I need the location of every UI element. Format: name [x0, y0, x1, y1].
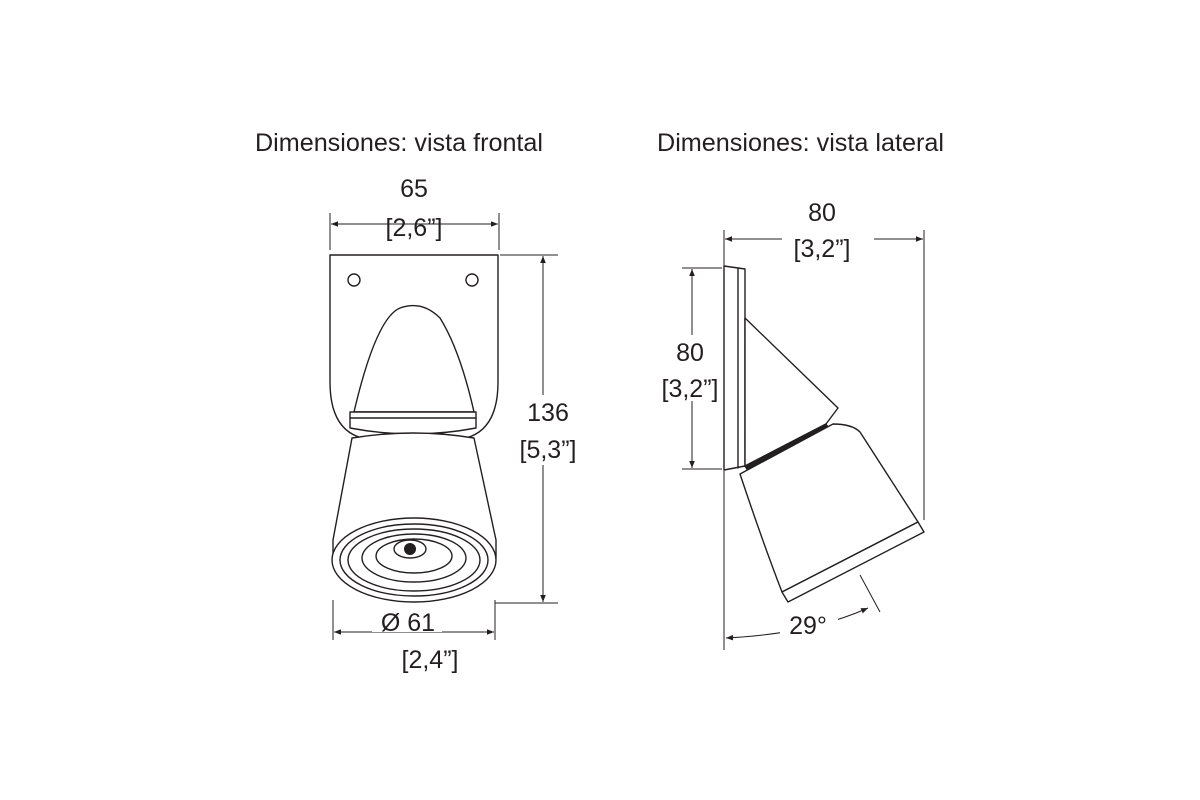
label-backdrop [657, 335, 729, 401]
label-backdrop [518, 395, 578, 465]
label-backdrop [782, 228, 874, 258]
front-height-dimension: 136 [5,3”] [495, 254, 578, 604]
side-angle-dimension: 29° [725, 574, 881, 641]
side-depth-mm: 80 [808, 199, 836, 227]
front-view-title: Dimensiones: vista frontal [255, 129, 543, 157]
label-backdrop [372, 608, 442, 632]
front-height-in: [5,3”] [520, 436, 577, 464]
front-width-mm: 65 [400, 175, 428, 203]
bracket-arm [353, 304, 475, 413]
front-diameter-dimension: Ø 61 [2,4”] [332, 600, 496, 674]
lamp-emitter-ring [393, 539, 427, 559]
lamp-emitter [404, 543, 416, 555]
side-view: 80 [3,2”] 80 [3,2”] 29° [657, 199, 925, 650]
label-backdrop [780, 610, 838, 638]
lamp-bezel-outer [331, 517, 497, 603]
side-view-title: Dimensiones: vista lateral [657, 129, 944, 157]
side-height-in: [3,2”] [662, 375, 719, 403]
swivel-ring [349, 411, 477, 435]
front-diameter-mm: Ø 61 [381, 609, 435, 637]
mounting-hole-left [347, 273, 361, 287]
front-height-mm: 136 [527, 399, 569, 427]
angle-extension-line [859, 574, 881, 613]
front-diameter-in: [2,4”] [402, 646, 459, 674]
front-width-in: [2,6”] [386, 214, 443, 242]
side-angle-value: 29° [789, 612, 827, 640]
front-view: 65 [2,6”] 136 [5,3”] [329, 175, 578, 674]
side-height-mm: 80 [676, 339, 704, 367]
side-depth-in: [3,2”] [794, 235, 851, 263]
side-mounting-plate [723, 265, 746, 471]
lamp-reflector [361, 533, 467, 583]
front-width-dimension: 65 [2,6”] [329, 175, 500, 250]
side-lamp-bezel [781, 521, 925, 603]
mounting-hole-right [465, 273, 479, 287]
lamp-reflector-inner [375, 538, 453, 574]
lamp-bezel-inner [347, 528, 481, 592]
lamp-bezel-ring [339, 523, 489, 597]
side-height-dimension: 80 [3,2”] [657, 267, 729, 470]
